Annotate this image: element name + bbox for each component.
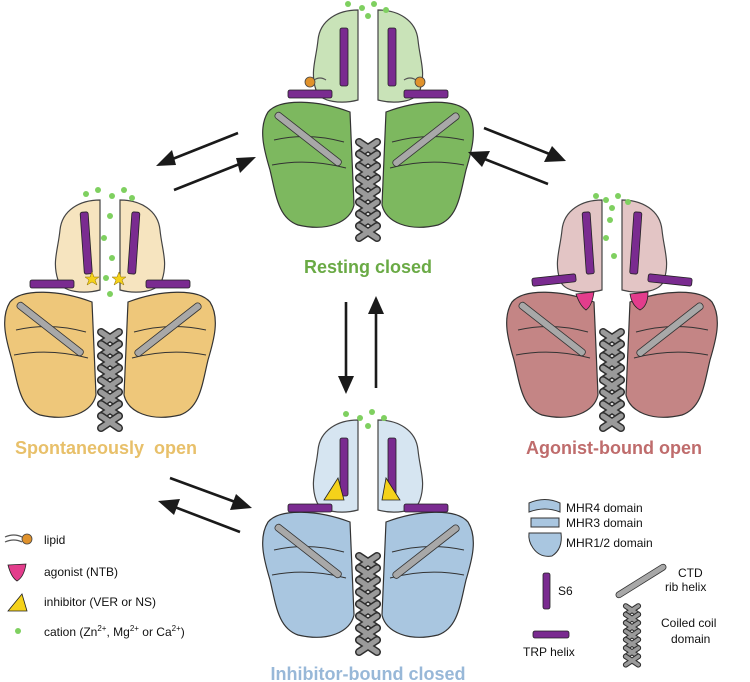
s6-icon <box>542 572 551 610</box>
legend-inhibitor: inhibitor (VER or NS) <box>44 595 156 609</box>
s6-helix-right <box>127 211 141 275</box>
state-label-spontaneous: Spontaneously open <box>15 438 197 458</box>
coiled-coil <box>359 556 377 652</box>
inhibitor-left <box>323 477 345 501</box>
channel-resting-closed <box>262 1 474 238</box>
ctd-rib-helix-right <box>134 302 202 357</box>
coiled-coil-icon <box>626 606 639 665</box>
legend-mhr4: MHR4 domain <box>566 501 643 515</box>
ctd-rib-helix-right <box>636 302 704 357</box>
inhibitor-icon <box>7 593 28 612</box>
legend-ctd-line2: rib helix <box>665 580 706 594</box>
trp-helix-right <box>145 279 191 289</box>
trp-helix-icon <box>532 630 570 639</box>
cytoplasmic-domain-right <box>381 101 474 228</box>
legend-mhr12: MHR1/2 domain <box>566 536 653 550</box>
trp-helix-right <box>403 89 449 99</box>
legend-lipid: lipid <box>44 533 65 547</box>
s6-helix-left <box>339 437 349 497</box>
agonist-icon <box>7 563 27 582</box>
mhr4-icon <box>528 499 561 513</box>
ctd-rib-helix-icon <box>615 563 667 599</box>
trp-helix-left <box>531 273 577 287</box>
cytoplasmic-domain-left <box>262 101 355 228</box>
mhr12-icon <box>528 532 562 557</box>
star-marker-right <box>111 271 127 286</box>
s6-helix-right <box>387 27 397 87</box>
cytoplasmic-domain-left <box>262 511 355 638</box>
coiled-coil <box>603 332 621 428</box>
cytoplasmic-domain-right <box>123 291 216 418</box>
cations <box>83 187 135 297</box>
channel-agonist-bound-open <box>506 193 718 428</box>
trp-helix-left <box>29 279 75 289</box>
ctd-rib-helix-left <box>16 301 84 357</box>
cations <box>593 193 631 259</box>
lipid-left <box>304 76 327 88</box>
mhr3-icon <box>530 517 560 528</box>
s6-helix-right <box>629 211 643 275</box>
cation-icon <box>15 628 21 634</box>
trp-helix-right <box>403 503 449 513</box>
legend-ligands: lipid agonist (NTB) inhibitor (VER or NS… <box>4 533 185 639</box>
agonist-right <box>629 291 649 311</box>
s6-helix-left <box>339 27 349 87</box>
ctd-rib-helix-left <box>518 301 586 357</box>
star-marker-left <box>84 271 100 286</box>
legend-agonist: agonist (NTB) <box>44 565 118 579</box>
trp-helix-right <box>647 273 693 287</box>
cytoplasmic-domain-left <box>4 291 97 418</box>
cytoplasmic-domain-left <box>506 291 599 418</box>
agonist-left <box>575 291 595 311</box>
tm-region-right <box>377 9 424 103</box>
coiled-coil <box>101 332 119 428</box>
channel-spontaneously-open <box>4 187 216 428</box>
ctd-rib-helix-left <box>274 111 342 167</box>
cytoplasmic-domain-right <box>381 511 474 638</box>
legend-cc-line2: domain <box>671 632 710 646</box>
legend-trp: TRP helix <box>523 645 575 659</box>
state-label-inhibitor: Inhibitor-bound closed <box>271 664 466 682</box>
lipid-right <box>403 76 426 88</box>
cations <box>345 1 389 19</box>
s6-helix-left <box>79 211 93 275</box>
coiled-coil <box>359 142 377 238</box>
legend-s6: S6 <box>558 584 573 598</box>
legend-domains: MHR4 domain MHR3 domain MHR1/2 domain S6… <box>523 499 716 665</box>
legend-cation: cation (Zn2+, Mg2+ or Ca2+) <box>44 624 185 639</box>
legend-ctd-line1: CTD <box>678 566 703 580</box>
equilibrium-arrows <box>156 126 566 534</box>
legend-mhr3: MHR3 domain <box>566 516 643 530</box>
trp-helix-left <box>287 503 333 513</box>
legend-cc-line1: Coiled coil <box>661 616 716 630</box>
cations <box>343 409 387 429</box>
ctd-rib-helix-right <box>392 112 460 167</box>
state-label-resting: Resting closed <box>304 257 432 277</box>
tm-region-left <box>312 9 359 103</box>
lipid-icon <box>4 533 33 545</box>
tm-region-right <box>119 199 166 293</box>
cytoplasmic-domain-right <box>625 291 718 418</box>
trp-helix-left <box>287 89 333 99</box>
ctd-rib-helix-left <box>274 523 342 579</box>
state-label-agonist: Agonist-bound open <box>526 438 702 458</box>
inhibitor-right <box>381 476 401 501</box>
channel-inhibitor-bound-closed <box>262 409 474 652</box>
s6-helix-left <box>581 211 595 275</box>
ctd-rib-helix-right <box>392 524 460 579</box>
